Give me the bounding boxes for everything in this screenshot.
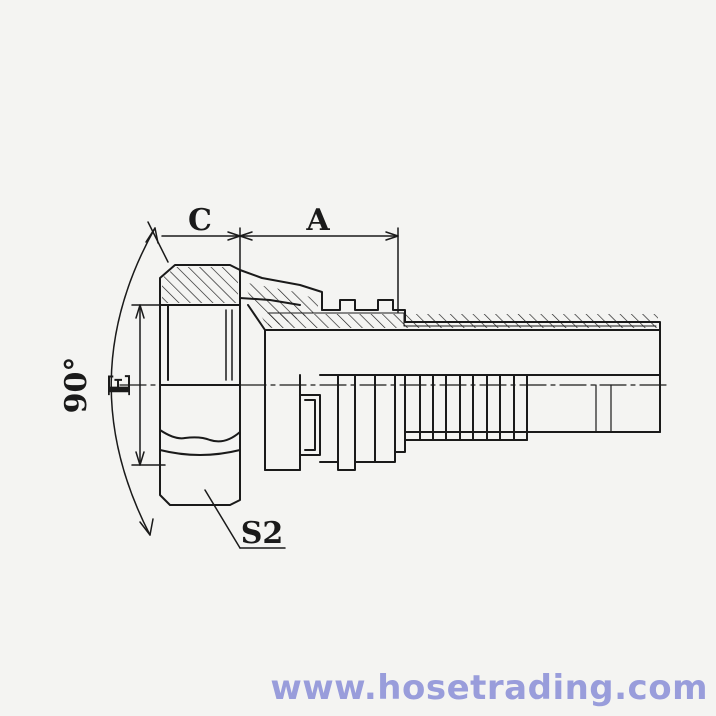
body-profile bbox=[264, 299, 661, 331]
dimension-c-a bbox=[147, 221, 399, 313]
barbed-stem bbox=[264, 329, 661, 471]
label-c: C bbox=[188, 203, 212, 238]
label-s2: S2 bbox=[241, 516, 284, 551]
label-angle: 90° bbox=[59, 357, 94, 414]
s2-leader bbox=[204, 489, 286, 549]
angle-arc bbox=[110, 227, 159, 536]
watermark-url: www.hosetrading.com bbox=[270, 668, 708, 708]
label-e: E bbox=[103, 374, 138, 397]
hex-nut bbox=[159, 264, 241, 506]
label-a: A bbox=[305, 203, 330, 238]
